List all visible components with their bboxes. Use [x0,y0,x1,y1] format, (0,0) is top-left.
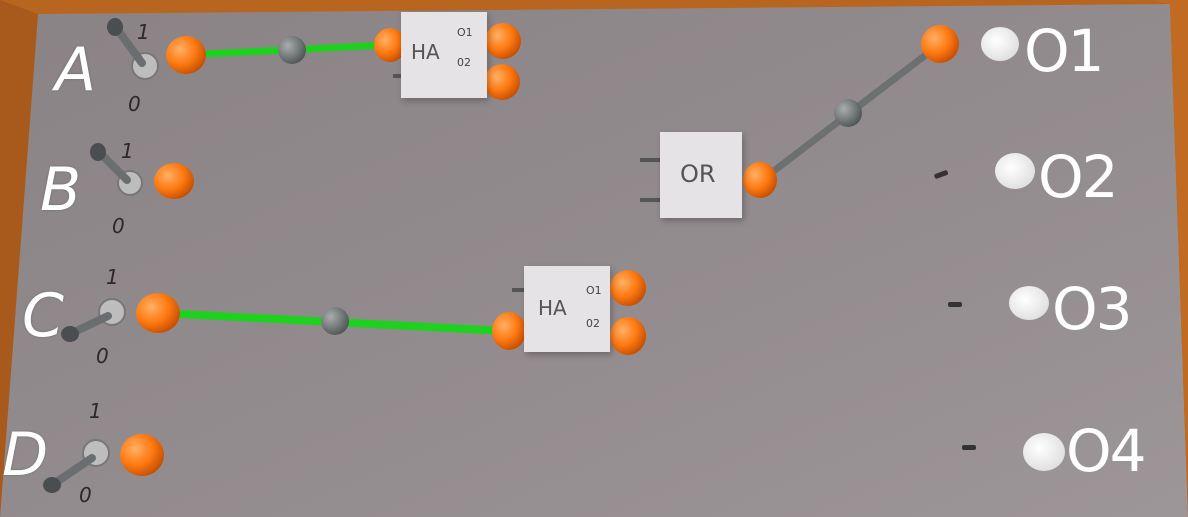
input-high-label: 1 [106,265,119,289]
gate-port-label: 02 [457,56,471,69]
half-adder-gate[interactable]: HA O1 02 [401,12,487,98]
wire-joint-icon [278,36,306,64]
output-bulb-icon [981,27,1019,61]
input-low-label: 0 [112,214,125,238]
toggle-switch-icon[interactable] [61,298,126,342]
output-label-o3: O3 [1052,275,1133,343]
half-adder-gate[interactable]: HA O1 02 [524,266,610,352]
input-label-a: A [55,35,97,105]
output-label-o2: O2 [1038,143,1119,211]
connector-node-icon [610,270,646,306]
wire-joint-icon [834,99,862,127]
connector-node-icon [154,163,194,199]
gate-port-label: O1 [586,284,602,297]
board-surface [0,4,1188,517]
gate-port-label: O1 [457,26,473,39]
connector-node-icon [136,293,180,333]
input-label-b: B [40,155,82,225]
input-label-d: D [2,420,49,490]
output-bulb-icon [1023,433,1065,471]
input-low-label: 0 [79,483,92,507]
input-high-label: 1 [121,139,134,163]
connector-node-icon [921,25,959,63]
gate-port-label: 02 [586,317,600,330]
toggle-switch-icon[interactable] [43,439,110,493]
or-gate[interactable]: OR [660,132,742,218]
connector-node-icon [492,312,526,350]
output-label-o1: O1 [1024,17,1105,85]
connector-node-icon [743,162,777,198]
wire-joint-icon [321,307,349,335]
input-low-label: 0 [128,92,141,116]
output-bulb-icon [995,153,1035,189]
input-label-c: C [22,281,64,351]
gate-type-label: HA [538,296,567,320]
input-high-label: 1 [89,399,102,423]
toggle-switch-icon[interactable] [107,18,159,80]
output-label-o4: O4 [1066,417,1147,485]
toggle-switch-icon[interactable] [90,143,143,196]
connector-node-icon [484,64,520,100]
connector-node-icon [374,28,406,62]
gate-type-label: OR [680,160,716,188]
connector-node-icon [120,434,164,476]
output-bulb-icon [1009,286,1049,320]
input-low-label: 0 [96,344,109,368]
gate-type-label: HA [411,40,440,64]
input-high-label: 1 [137,20,150,44]
connector-node-icon [485,23,521,59]
connector-node-icon [610,317,646,355]
connector-node-icon [166,36,206,74]
